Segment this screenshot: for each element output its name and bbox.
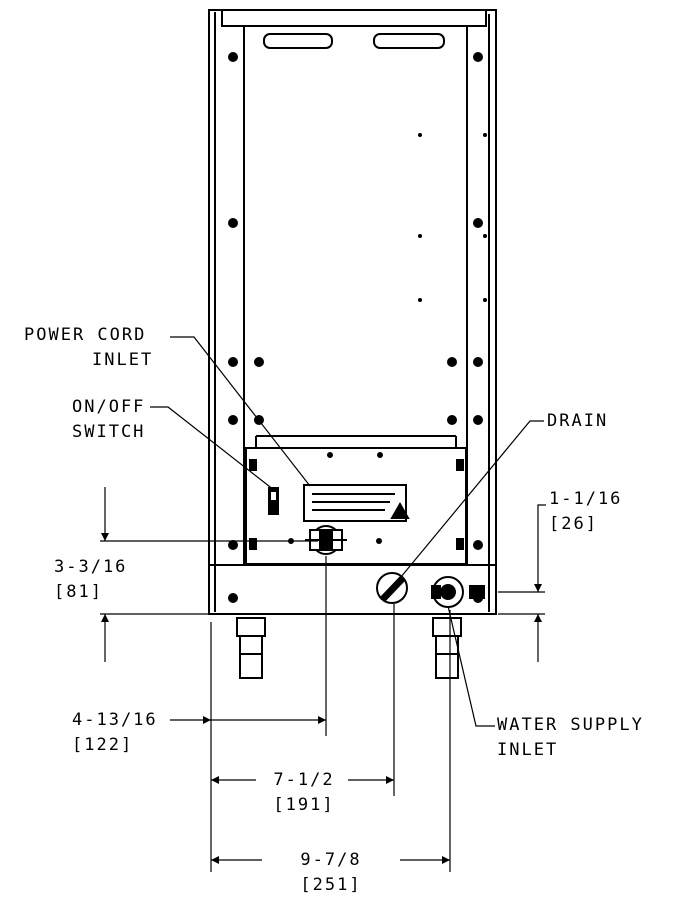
switch-label: ON/OFF [72,397,146,417]
power-cord-inlet [305,525,347,555]
dim-4-13-16-metric: [122] [72,735,134,755]
feet [236,617,462,679]
dimension-lines [100,487,546,872]
water-supply-label-line2: INLET [497,740,559,760]
switch-label-line2: SWITCH [72,422,146,442]
dim-9-7-8-imperial: 9-7/8 [300,850,362,870]
service-panel [245,435,467,565]
callout-leaders [150,336,544,727]
dim-7-1-2-imperial: 7-1/2 [273,770,335,790]
water-supply-label: WATER SUPPLY [497,715,644,735]
onoff-switch [268,487,279,515]
dim-1-1-16-imperial: 1-1/16 [549,489,623,509]
power-cord-label-line2: INLET [92,350,154,370]
drain-fitting [376,572,408,604]
power-cord-label: POWER CORD [24,325,147,345]
dim-3-3-16-imperial: 3-3/16 [54,557,128,577]
cabinet-body [208,9,497,615]
dim-9-7-8-metric: [251] [300,875,362,895]
dim-3-3-16-metric: [81] [54,582,103,602]
dim-4-13-16-imperial: 4-13/16 [72,710,158,730]
handle-slots [263,33,445,49]
panel-fasteners [249,452,464,550]
warning-label [303,484,410,522]
drain-label: DRAIN [547,411,609,431]
dim-7-1-2-metric: [191] [273,795,335,815]
dim-1-1-16-metric: [26] [549,514,598,534]
